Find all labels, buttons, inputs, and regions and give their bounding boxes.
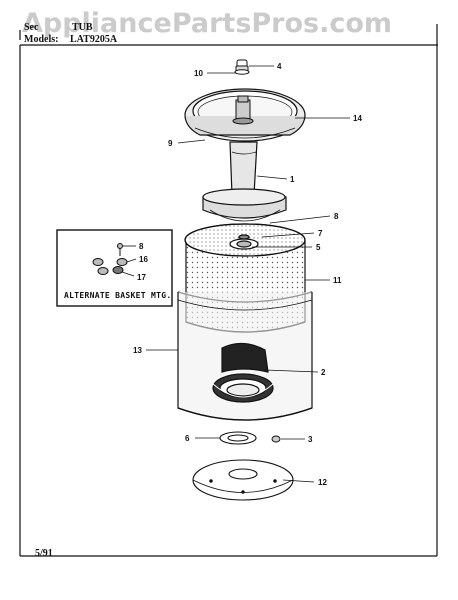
callout-8: 8 bbox=[334, 212, 339, 221]
part-13-outer-tub bbox=[177, 291, 313, 421]
section-label: Sec bbox=[24, 22, 39, 33]
callout-12: 12 bbox=[318, 478, 327, 487]
page-frame bbox=[19, 24, 438, 557]
part-spindle bbox=[232, 95, 254, 125]
models-label: Models: bbox=[24, 34, 59, 45]
inset-callout-17: 17 bbox=[137, 273, 146, 282]
callout-9: 9 bbox=[168, 139, 173, 148]
callouts: 10 4 14 9 1 8 7 5 11 13 2 6 3 12 8 16 17 bbox=[133, 62, 362, 487]
part-4-cap bbox=[234, 59, 250, 75]
callout-1: 1 bbox=[290, 175, 295, 184]
part-3-bolt bbox=[271, 435, 281, 443]
leader-lines bbox=[121, 65, 350, 483]
inset-callout-8: 8 bbox=[139, 242, 144, 251]
models-value: LAT9205A bbox=[70, 34, 118, 45]
callout-2: 2 bbox=[321, 368, 326, 377]
callout-10: 10 bbox=[194, 69, 203, 78]
inset-callout-16: 16 bbox=[139, 255, 148, 264]
part-6-gasket bbox=[219, 431, 257, 445]
callout-13: 13 bbox=[133, 346, 142, 355]
callout-5: 5 bbox=[316, 243, 321, 252]
callout-4: 4 bbox=[277, 62, 282, 71]
part-12-base-plate bbox=[192, 459, 294, 501]
callout-7: 7 bbox=[318, 229, 323, 238]
callout-3: 3 bbox=[308, 435, 313, 444]
inset-alternate-basket bbox=[56, 229, 173, 307]
part-1-agitator bbox=[202, 141, 287, 222]
callout-11: 11 bbox=[333, 276, 342, 285]
watermark: AppliancePartsPros.com bbox=[22, 8, 393, 39]
inset-caption: ALTERNATE BASKET MTG. bbox=[64, 291, 172, 300]
revision-date: 5/91 bbox=[35, 548, 53, 559]
callout-14: 14 bbox=[353, 114, 362, 123]
section-value: TUB bbox=[72, 22, 93, 33]
callout-6: 6 bbox=[185, 434, 190, 443]
